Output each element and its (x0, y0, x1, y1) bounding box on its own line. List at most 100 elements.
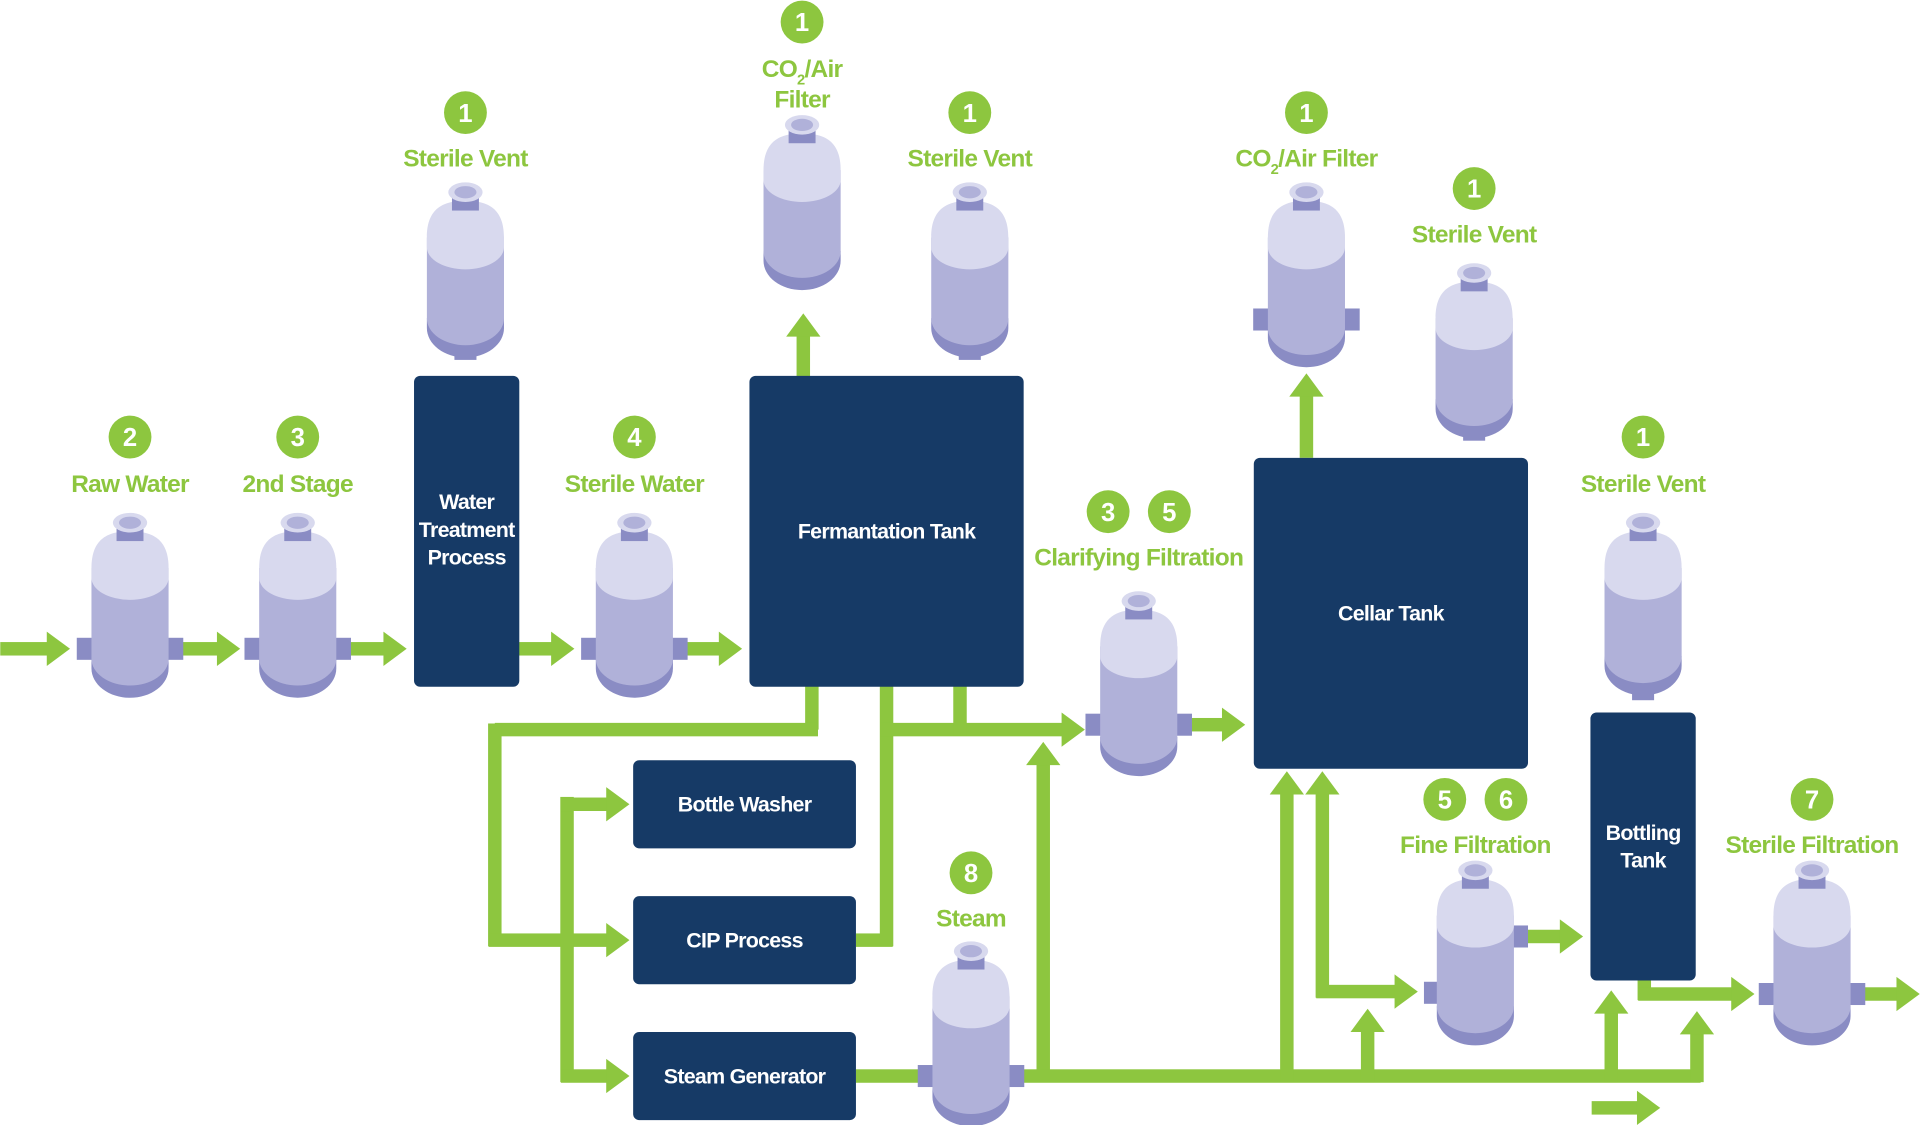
vessel-body (1267, 237, 1345, 356)
arrow-right-icon (216, 631, 241, 666)
water-treatment-process-box-shape (414, 375, 520, 687)
pipe-segment (560, 1069, 608, 1083)
vessel-dome (1436, 878, 1514, 948)
vessel-dome (426, 200, 505, 270)
pipe-segment (560, 797, 608, 812)
pipe-segment (796, 335, 811, 378)
step-badge-number: 4 (627, 424, 642, 452)
arrow-right-icon (606, 923, 630, 958)
pipe-segment (560, 796, 574, 1083)
station-label: Raw Water (71, 471, 190, 498)
pipe-segment (1604, 1012, 1618, 1083)
vessel-opening (119, 516, 142, 529)
vessel-dome (1267, 200, 1345, 270)
step-badge-number: 3 (291, 424, 305, 452)
cip-process-box[interactable]: CIP Process (633, 896, 856, 985)
step-badge (108, 415, 152, 459)
step-badge (1423, 777, 1467, 821)
station-label: Fine Filtration (1400, 832, 1551, 859)
arrow-right-icon (606, 787, 630, 822)
vessel-port-out (1510, 925, 1529, 948)
step-badge (1484, 777, 1528, 821)
steam-generator-box[interactable]: Steam Generator (633, 1031, 856, 1121)
arrow-up-icon (1350, 1008, 1385, 1032)
arrow-up-icon (1594, 990, 1629, 1014)
pipe-segment (1316, 984, 1396, 999)
station-label: Clarifying Filtration (1034, 545, 1243, 572)
step-badge-number: 1 (795, 9, 809, 37)
vessel-body (259, 568, 337, 686)
arrow-right-icon (1636, 1090, 1661, 1125)
station-second-stage: 3 2nd Stage (243, 415, 354, 498)
pipe-segment (488, 933, 608, 947)
pipe-segment (879, 685, 894, 947)
bottle-washer-box-label: Bottle Washer (678, 793, 812, 817)
step-badge (1086, 490, 1130, 534)
pipe-segment (346, 642, 385, 656)
arrow-right-icon (1731, 976, 1755, 1012)
vessel-dome (1435, 281, 1513, 351)
station-label: Sterile Filtration (1725, 832, 1898, 859)
vessel-sterile-vent-bottling (1604, 512, 1682, 701)
step-badge (612, 415, 656, 459)
vessel-sterile-filtration (1758, 860, 1866, 1046)
station-label: Sterile Vent (1412, 221, 1537, 248)
bottling-tank-box-label: Bottling (1606, 821, 1681, 845)
steam-generator-box-shape (633, 1031, 856, 1121)
pipe-segment (1036, 763, 1050, 1078)
water-treatment-process-box-label: Treatment (419, 518, 515, 542)
pipe-segment (1015, 1069, 1701, 1083)
step-badge-number: 5 (1162, 499, 1176, 527)
step-badge (948, 91, 992, 135)
cip-process-box-shape (633, 896, 856, 985)
pipe-segment (0, 642, 49, 656)
arrow-right-icon (383, 631, 407, 666)
vessel-body (595, 568, 673, 686)
step-badge (276, 415, 320, 459)
step-badge (1147, 490, 1191, 534)
arrow-right-icon (1559, 919, 1584, 954)
cellar-tank-box-shape (1253, 457, 1529, 769)
pipe-segment (1638, 987, 1733, 1001)
cellar-tank-box-label: Cellar Tank (1338, 602, 1445, 626)
pipe-segment (1299, 395, 1314, 458)
pipe-segment (1315, 793, 1330, 998)
pipe-segment (1190, 717, 1224, 732)
fermentation-tank-box-shape (749, 375, 1024, 687)
fermentation-tank-box-label: Fermantation Tank (798, 520, 976, 544)
step-badge (1621, 415, 1665, 459)
vessel-body (1773, 915, 1851, 1034)
pipe-segment (1864, 987, 1898, 1001)
step-badge-number: 1 (963, 100, 977, 128)
vessel-body (91, 568, 169, 686)
vessel-opening (960, 945, 983, 958)
cellar-tank-box[interactable]: Cellar Tank (1253, 457, 1529, 769)
bottle-washer-box[interactable]: Bottle Washer (633, 760, 856, 849)
arrow-up-icon (1269, 771, 1304, 795)
vessel-opening (1632, 516, 1655, 529)
arrow-right-icon (1394, 974, 1418, 1009)
station-label: 2nd Stage (243, 471, 353, 498)
vessel-opening (1127, 594, 1150, 608)
arrow-up-icon (1679, 1011, 1715, 1035)
bottling-tank-box-shape (1590, 712, 1696, 981)
fermentation-tank-box[interactable]: Fermantation Tank (749, 375, 1024, 687)
pipe-segment (1360, 1030, 1375, 1083)
vessel-steam (917, 941, 1025, 1125)
pipe-segment (1591, 1101, 1639, 1115)
pipe-segment (488, 723, 502, 947)
bottle-washer-box-shape (633, 760, 856, 849)
vessel-dome (932, 959, 1010, 1029)
arrow-right-icon (1221, 707, 1246, 742)
filter-vessels (76, 115, 1866, 1125)
pipe-segment (855, 1069, 921, 1083)
step-badge (780, 0, 824, 44)
